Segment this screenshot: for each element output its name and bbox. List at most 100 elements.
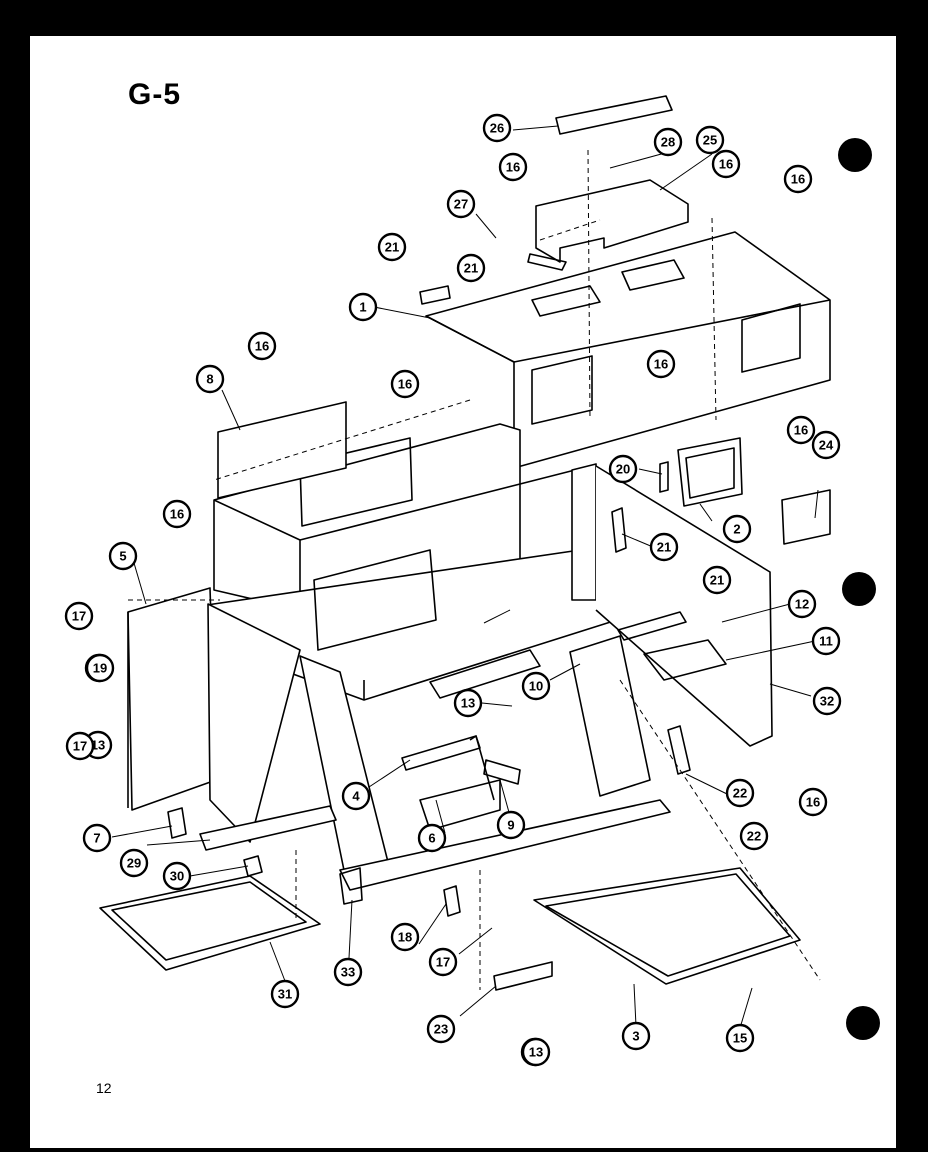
callout-label: 26 <box>490 121 504 136</box>
callout-circle <box>377 232 407 262</box>
callout-6: 6 <box>417 823 447 853</box>
callout-circle <box>119 848 149 878</box>
callout-label: 19 <box>93 661 107 676</box>
callout-10: 10 <box>521 671 551 701</box>
callout-13: 13 <box>521 1037 551 1067</box>
callout-circle <box>390 922 420 952</box>
callout-13: 13 <box>453 688 483 718</box>
callout-circle <box>348 292 378 322</box>
callout-circle <box>195 364 225 394</box>
callout-circle <box>496 810 526 840</box>
callout-20: 20 <box>608 454 638 484</box>
callout-circle <box>82 823 112 853</box>
callout-31: 31 <box>270 979 300 1009</box>
callout-circle <box>783 164 813 194</box>
callout-5: 5 <box>108 541 138 571</box>
callout-16: 16 <box>783 164 813 194</box>
callout-label: 21 <box>464 261 478 276</box>
callout-17: 17 <box>428 947 458 977</box>
binder-hole-top <box>838 138 872 172</box>
callout-22: 22 <box>725 778 755 808</box>
callout-2: 2 <box>722 514 752 544</box>
callout-label: 17 <box>73 739 87 754</box>
callout-label: 24 <box>819 438 834 453</box>
callout-28: 28 <box>653 127 683 157</box>
callout-circle <box>417 823 447 853</box>
callout-label: 28 <box>661 135 675 150</box>
callout-label: 8 <box>206 372 213 387</box>
callout-label: 30 <box>170 869 184 884</box>
callout-circle <box>390 369 420 399</box>
callout-label: 21 <box>710 573 724 588</box>
callout-circle <box>482 113 512 143</box>
callout-label: 15 <box>733 1031 747 1046</box>
callout-15: 15 <box>725 1023 755 1053</box>
callout-11: 11 <box>811 626 841 656</box>
callout-label: 6 <box>428 831 435 846</box>
callout-label: 7 <box>93 831 100 846</box>
callout-circle <box>162 499 192 529</box>
callout-circle <box>787 589 817 619</box>
callout-25: 25 <box>695 125 725 155</box>
callout-circle <box>65 731 95 761</box>
callout-circle <box>498 152 528 182</box>
callout-label: 16 <box>791 172 805 187</box>
callout-circle <box>811 430 841 460</box>
callout-16: 16 <box>247 331 277 361</box>
callout-circle <box>711 149 741 179</box>
callout-22: 22 <box>739 821 769 851</box>
callout-label: 22 <box>747 829 761 844</box>
callout-circle <box>428 947 458 977</box>
callout-23: 23 <box>426 1014 456 1044</box>
callout-circle <box>646 349 676 379</box>
callout-label: 22 <box>733 786 747 801</box>
callout-label: 27 <box>454 197 468 212</box>
callout-label: 13 <box>461 696 475 711</box>
callout-17: 17 <box>64 601 94 631</box>
callout-label: 31 <box>278 987 292 1002</box>
callout-label: 29 <box>127 856 141 871</box>
callout-label: 13 <box>91 738 105 753</box>
callout-16: 16 <box>711 149 741 179</box>
callout-21: 21 <box>456 253 486 283</box>
callout-circle <box>64 601 94 631</box>
callout-18: 18 <box>390 922 420 952</box>
callout-label: 21 <box>657 540 671 555</box>
callout-label: 17 <box>72 609 86 624</box>
callout-circle <box>739 821 769 851</box>
callout-label: 10 <box>529 679 543 694</box>
callout-label: 13 <box>529 1045 543 1060</box>
callout-8: 8 <box>195 364 225 394</box>
callout-label: 16 <box>719 157 733 172</box>
callout-7: 7 <box>82 823 112 853</box>
callout-16: 16 <box>498 152 528 182</box>
page-number: 12 <box>96 1080 112 1096</box>
callout-label: 4 <box>352 789 360 804</box>
callout-circle <box>649 532 679 562</box>
callout-circle <box>521 1037 551 1067</box>
callout-17: 17 <box>65 731 95 761</box>
callout-circle <box>270 979 300 1009</box>
callout-label: 17 <box>436 955 450 970</box>
callout-label: 16 <box>398 377 412 392</box>
callout-circle <box>725 1023 755 1053</box>
callout-circle <box>702 565 732 595</box>
callout-16: 16 <box>798 787 828 817</box>
callout-circle <box>456 253 486 283</box>
callout-circle <box>621 1021 651 1051</box>
callout-circle <box>695 125 725 155</box>
callout-circle <box>446 189 476 219</box>
callout-label: 1 <box>359 300 366 315</box>
callout-4: 4 <box>341 781 371 811</box>
callout-circle <box>333 957 363 987</box>
callout-24: 24 <box>811 430 841 460</box>
callout-label: 5 <box>119 549 126 564</box>
callout-21: 21 <box>377 232 407 262</box>
binder-hole-bottom <box>846 1006 880 1040</box>
callout-33: 33 <box>333 957 363 987</box>
callout-label: 23 <box>434 1022 448 1037</box>
callout-circle <box>798 787 828 817</box>
callout-circle <box>786 415 816 445</box>
callout-circle <box>608 454 638 484</box>
